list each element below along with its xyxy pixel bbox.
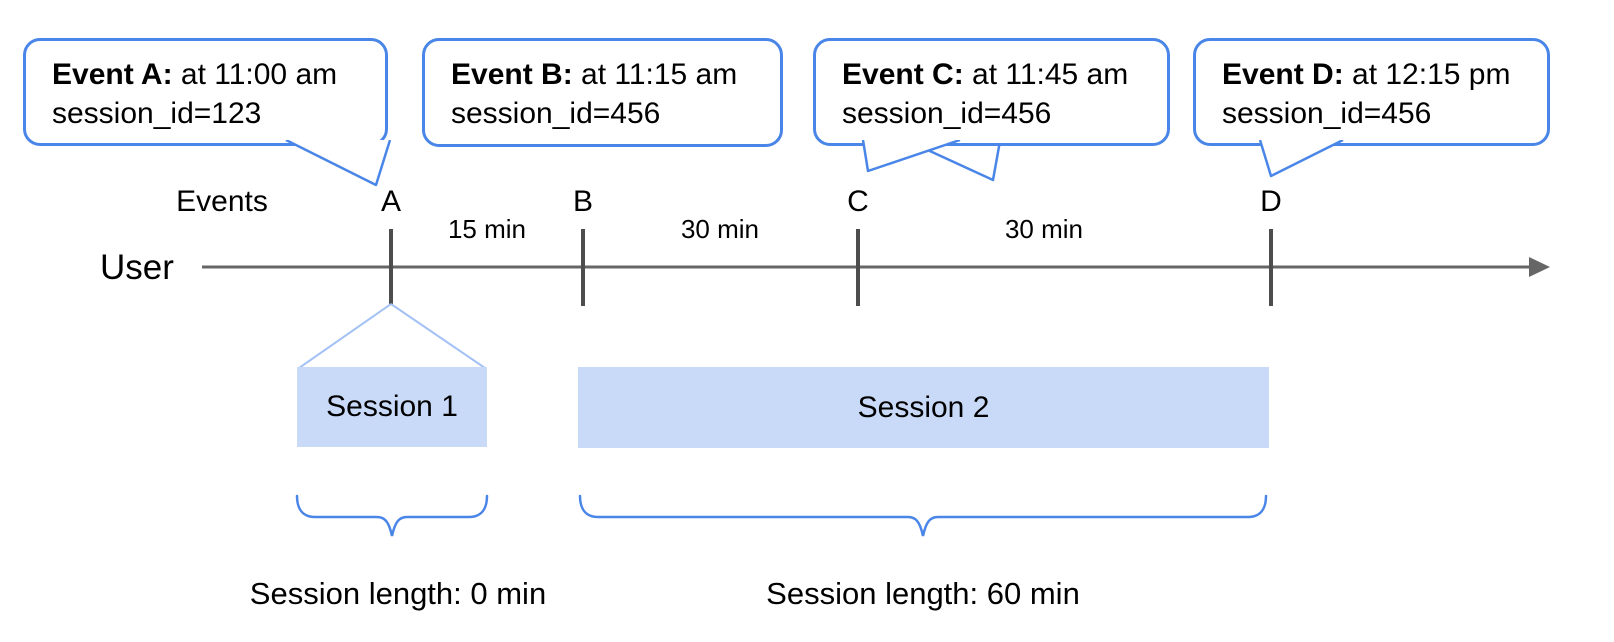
event-a-callout-title: Event A: [52,58,173,91]
event-marker-label-d: D [1260,185,1282,218]
event-a-callout: Event A: at 11:00 am session_id=123 [23,38,392,187]
events-axis-label: Events [176,185,268,218]
session2-brace [578,494,1268,537]
timeline-arrow [202,257,1550,277]
event-d-callout-session: session_id=456 [1222,97,1432,130]
interval-label-ab: 15 min [447,214,527,244]
session1-length-label: Session length: 0 min [249,576,547,611]
event-c-callout-line1: Event C: at 11:45 am [842,55,1167,94]
user-timeline-label: User [100,248,174,287]
interval-label-bc: 30 min [680,214,760,244]
event-c-callout-title: Event C: [842,58,964,91]
session2-box-label: Session 2 [857,390,990,424]
event-c-callout: Event C: at 11:45 am session_id=456 [813,38,1170,173]
session1-brace [295,494,489,537]
session1-box-label: Session 1 [326,390,458,423]
event-b-callout-session: session_id=456 [451,97,661,130]
arrowhead-icon [1529,257,1550,277]
event-d-callout-line1: Event D: at 12:15 pm [1222,55,1547,94]
event-marker-label-b: B [572,185,593,218]
event-c-callout-time: at 11:45 am [963,58,1129,91]
funnel-lines [298,303,486,369]
event-a-callout-session: session_id=123 [52,97,262,130]
interval-label-cd: 30 min [1004,214,1084,244]
session1-box: Session 1 [297,367,487,447]
callout-tail-icon [861,140,961,173]
event-c-callout-session: session_id=456 [842,97,1052,130]
callout-tail-icon [1258,140,1344,178]
event-d-callout-title: Event D: [1222,58,1344,91]
event-b-callout-title: Event B: [451,58,573,91]
event-a-callout-time: at 11:00 am [172,58,338,91]
event-b-callout-line1: Event B: at 11:15 am [451,55,780,94]
event-d-callout: Event D: at 12:15 pm session_id=456 [1193,38,1550,178]
event-marker-label-c: C [847,185,869,218]
session2-length-label: Session length: 60 min [766,576,1080,611]
callout-tail-icon [907,141,1002,182]
event-a-callout-line1: Event A: at 11:00 am [52,55,385,94]
event-b-callout: Event B: at 11:15 am session_id=456 [422,38,1002,182]
event-marker-label-a: A [380,185,401,218]
event-d-callout-time: at 12:15 pm [1343,58,1511,91]
event-b-callout-time: at 11:15 am [572,58,738,91]
session2-box: Session 2 [578,367,1269,448]
